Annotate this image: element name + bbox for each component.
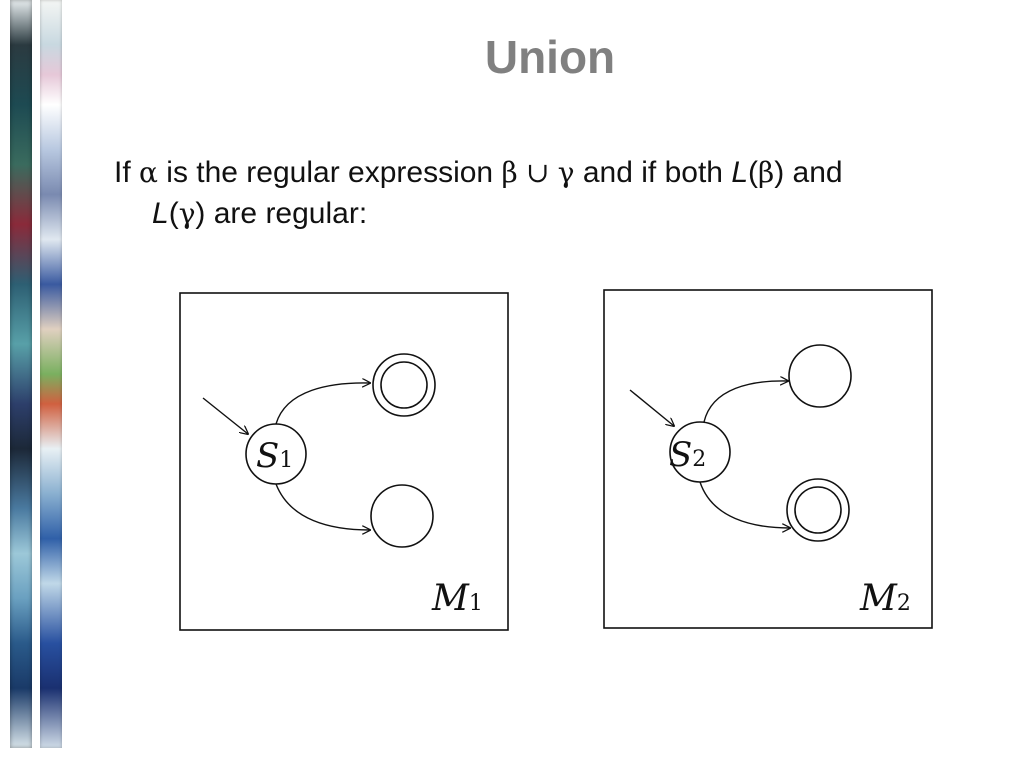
machine-2-accept-state-outer [786,478,850,542]
machine-2-transition-bottom [699,481,790,528]
machine-2-start-arrow [629,389,674,426]
machine-1-transition-bottom [275,483,370,530]
text-paren-close1: ) and [774,156,843,189]
machine-1-start-label: S1 [256,436,293,476]
symbol-gamma: γ [557,156,575,189]
machine-1-label: M1 [431,578,483,619]
symbol-union: ∪ [525,156,550,189]
machine-2-accept-state-inner [794,486,842,534]
text-L2: L [152,197,169,230]
decorative-strip-right [40,0,62,748]
text-paren-open1: ( [748,156,759,189]
text-tail: ) are regular: [195,197,368,230]
symbol-beta2: β [758,156,775,189]
machine-1-transition-top [275,383,370,425]
symbol-beta: β [501,156,518,189]
machine-1-bottom-state [370,484,434,548]
machine-2-transition-top [703,381,788,423]
text-mid1: is the regular expression [157,156,502,189]
text-line2: L(γ) are regular: [114,193,974,234]
text-if: If [114,156,140,189]
machine-1: S1 M1 [179,292,509,631]
machine-1-accept-state-outer [372,353,436,417]
slide-body-text: If α is the regular expression β ∪ γ and… [114,152,974,234]
symbol-gamma2: γ [178,197,196,230]
machine-1-accept-state-inner [380,361,428,409]
machine-2-label: M2 [859,578,911,619]
machine-1-frame [179,292,509,631]
text-paren-open2: ( [168,197,179,230]
machine-2-top-state [788,344,852,408]
slide-title: Union [484,31,616,83]
text-mid2: and if both [574,156,732,189]
symbol-alpha: α [139,156,158,189]
machine-2: S2 M2 [603,289,933,629]
text-L1: L [731,156,749,189]
machine-1-start-arrow [202,397,248,434]
machine-2-frame [603,289,933,629]
decorative-strip-left [10,0,32,748]
machine-2-start-label: S2 [669,435,706,475]
